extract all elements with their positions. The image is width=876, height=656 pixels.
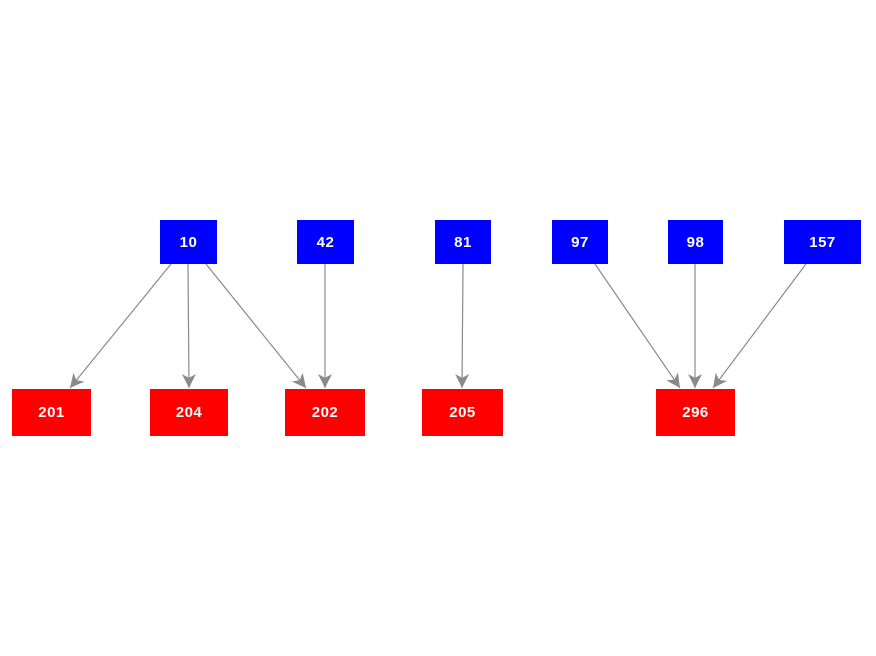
source-node-42: 42 [297,220,354,264]
node-label: 205 [449,404,476,421]
source-node-10: 10 [160,220,217,264]
node-label: 296 [682,404,709,421]
edge-10-201 [69,263,172,389]
node-label: 97 [571,233,589,251]
edge-81-205 [455,263,470,389]
node-label: 10 [179,233,198,251]
source-node-97: 97 [552,220,608,264]
node-label: 81 [454,233,472,251]
target-node-204: 204 [150,389,228,436]
node-label: 157 [809,233,836,251]
target-node-296: 296 [656,389,735,436]
node-label: 201 [38,404,65,421]
source-node-98: 98 [668,220,723,264]
node-label: 204 [175,404,203,421]
node-label: 42 [316,233,335,251]
target-node-201: 201 [12,389,91,436]
edge-10-204 [181,263,196,389]
source-node-81: 81 [435,220,491,264]
edge-157-296 [712,263,807,389]
target-node-205: 205 [422,389,503,436]
edge-97-296 [594,263,681,389]
edge-lines [69,263,807,389]
node-label: 202 [311,404,339,421]
source-node-157: 157 [784,220,861,264]
target-node-202: 202 [285,389,365,436]
edge-10-202 [205,263,307,389]
node-label: 98 [686,233,705,251]
